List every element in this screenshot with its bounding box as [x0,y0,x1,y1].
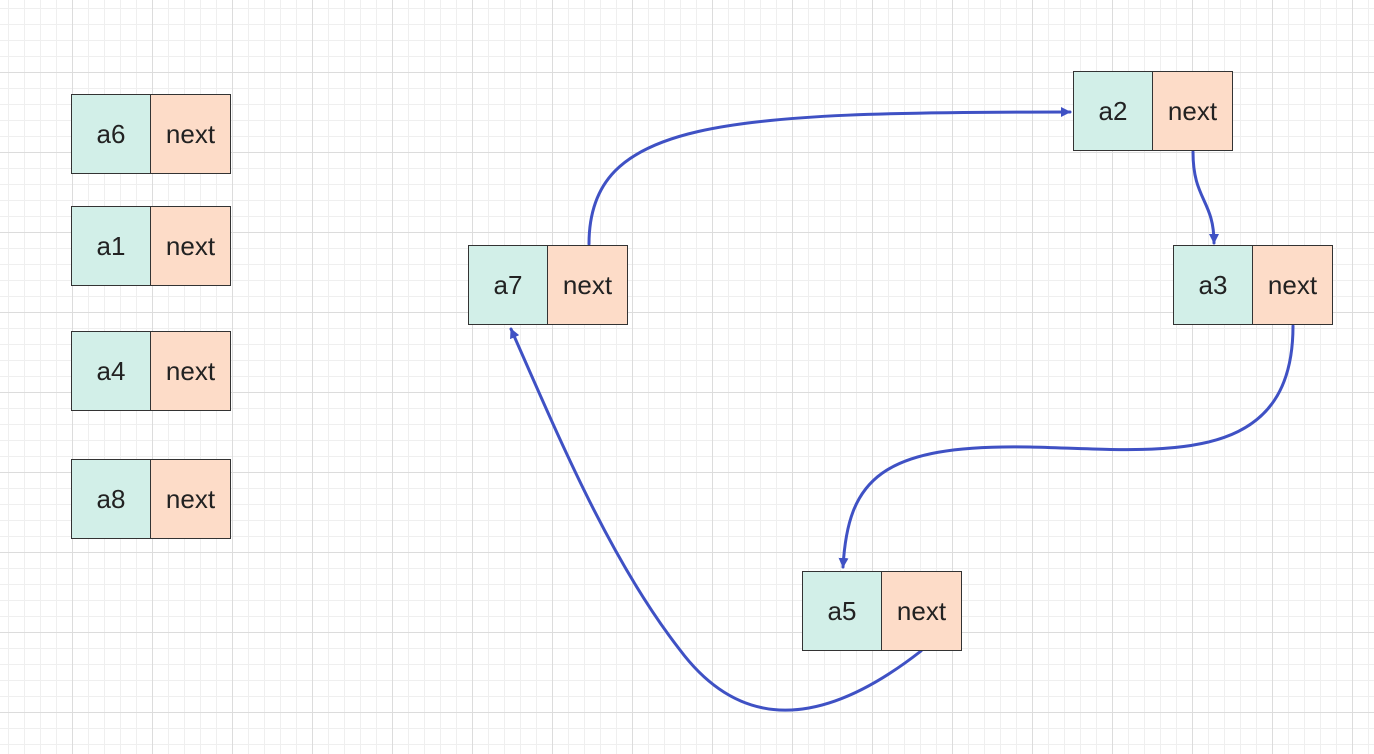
node-next-pointer: next [1153,71,1233,151]
node-a2: a2 next [1073,71,1233,151]
node-value: a4 [71,331,151,411]
edge-a2-to-a3 [1191,150,1219,245]
node-value: a3 [1173,245,1253,325]
node-next-pointer: next [151,94,231,174]
node-a5: a5 next [802,571,962,651]
node-value: a5 [802,571,882,651]
node-value: a8 [71,459,151,539]
edge-a7-to-a2 [587,107,1072,246]
node-a4: a4 next [71,331,231,411]
node-next-pointer: next [151,331,231,411]
node-next-pointer: next [151,459,231,539]
node-a6: a6 next [71,94,231,174]
edge-a3-to-a5 [838,324,1295,569]
node-value: a1 [71,206,151,286]
node-next-pointer: next [1253,245,1333,325]
node-next-pointer: next [548,245,628,325]
node-a7: a7 next [468,245,628,325]
node-value: a6 [71,94,151,174]
node-next-pointer: next [151,206,231,286]
node-a8: a8 next [71,459,231,539]
node-value: a7 [468,245,548,325]
node-next-pointer: next [882,571,962,651]
edge-a5-to-a7 [509,327,923,712]
node-a3: a3 next [1173,245,1333,325]
node-a1: a1 next [71,206,231,286]
node-value: a2 [1073,71,1153,151]
